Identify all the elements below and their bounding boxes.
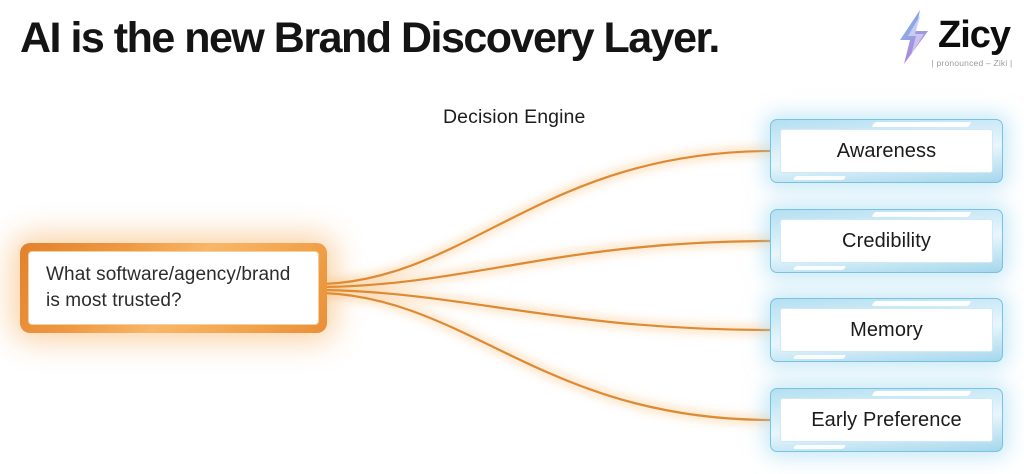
page-title: AI is the new Brand Discovery Layer.: [20, 14, 720, 62]
source-question-text: What software/agency/brand is most trust…: [46, 263, 291, 311]
lightning-bolt-icon: [900, 10, 928, 64]
brand-logo: Zicy | pronounced – Ziki |: [894, 8, 1020, 70]
wire-early-preference: [322, 291, 774, 422]
wire-awareness: [322, 149, 774, 286]
decision-engine-label: Decision Engine: [443, 106, 586, 128]
output-node-credibility: Credibility: [770, 209, 1003, 273]
brand-name: Zicy: [938, 14, 1011, 56]
wire-memory: [322, 288, 774, 332]
output-label-credibility: Credibility: [842, 229, 931, 252]
brand-tagline: | pronounced – Ziki |: [931, 58, 1013, 68]
output-inner: Early Preference: [780, 398, 993, 442]
output-inner: Credibility: [780, 219, 993, 263]
source-question-inner: What software/agency/brand is most trust…: [28, 251, 319, 325]
output-node-memory: Memory: [770, 298, 1003, 362]
output-inner: Awareness: [780, 129, 993, 173]
output-label-memory: Memory: [850, 318, 923, 341]
wire-credibility: [322, 239, 774, 289]
output-node-awareness: Awareness: [770, 119, 1003, 183]
output-node-early-preference: Early Preference: [770, 388, 1003, 452]
output-label-early-preference: Early Preference: [811, 408, 962, 431]
output-inner: Memory: [780, 308, 993, 352]
source-question-node: What software/agency/brand is most trust…: [20, 243, 327, 333]
output-label-awareness: Awareness: [836, 139, 937, 162]
